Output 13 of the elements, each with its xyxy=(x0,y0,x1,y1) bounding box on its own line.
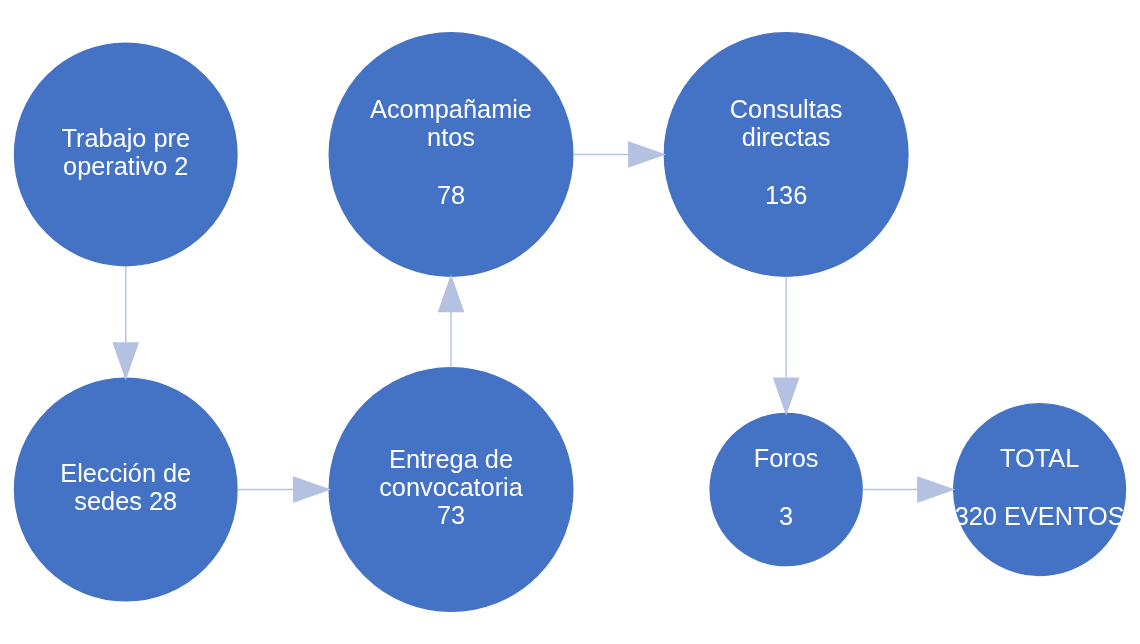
arrow xyxy=(236,476,331,503)
node-circle: Trabajo pre operativo 2 xyxy=(13,42,238,267)
arrow xyxy=(572,141,667,168)
arrow xyxy=(112,265,140,381)
node-circle: Elección de sedes 28 xyxy=(13,377,238,602)
arrow xyxy=(861,476,956,503)
arrow xyxy=(772,275,800,416)
node-circle: Foros 3 xyxy=(709,412,863,567)
node-circle: Entrega de convocatoria 73 xyxy=(328,367,574,613)
node-circle: Consultas directas 136 xyxy=(663,31,909,277)
node-circle: Acompañamie ntos 78 xyxy=(328,31,574,277)
arrow xyxy=(437,274,465,369)
node-circle: TOTAL 320 EVENTOS xyxy=(953,402,1127,577)
